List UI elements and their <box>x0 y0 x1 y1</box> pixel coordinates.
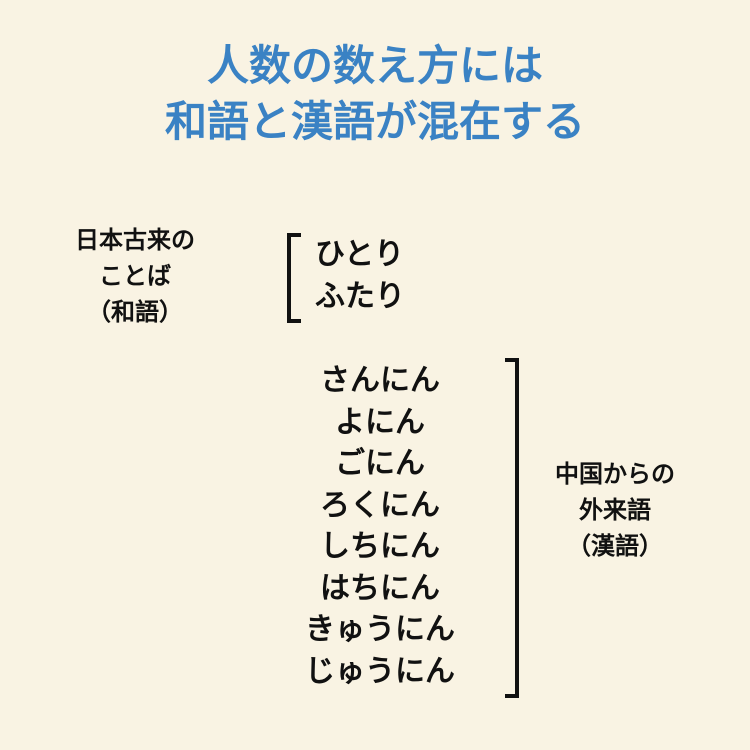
list-item: ふたり <box>315 279 405 314</box>
wago-list: ひとり ふたり <box>315 234 435 318</box>
kango-label-line: （漢語） <box>567 532 663 560</box>
list-item: ごにん <box>335 446 425 481</box>
list-item: きゅうにん <box>305 612 455 647</box>
list-item: さんにん <box>320 363 440 398</box>
wago-label-line: 日本古来の <box>75 226 195 254</box>
list-item: じゅうにん <box>305 653 455 689</box>
kango-label-line: 外来語 <box>579 496 651 524</box>
title-line-1: 人数の数え方には <box>206 41 543 90</box>
title-line-2: 和語と漢語が混在する <box>164 97 585 146</box>
list-item: ろくにん <box>320 487 440 523</box>
wago-label-line: ことば <box>99 262 171 290</box>
kango-bracket <box>505 358 519 698</box>
wago-label: 日本古来の ことば （和語） <box>60 222 210 330</box>
kango-label-line: 中国からの <box>555 460 675 488</box>
list-item: よにん <box>335 404 425 440</box>
list-item: ひとり <box>315 237 405 272</box>
kango-list: さんにん よにん ごにん ろくにん しちにん はちにん きゅうにん じゅうにん <box>280 360 480 692</box>
kango-label: 中国からの 外来語 （漢語） <box>530 456 700 564</box>
list-item: しちにん <box>320 529 440 564</box>
list-item: はちにん <box>320 570 440 606</box>
wago-bracket <box>287 233 301 323</box>
wago-label-line: （和語） <box>87 298 183 326</box>
